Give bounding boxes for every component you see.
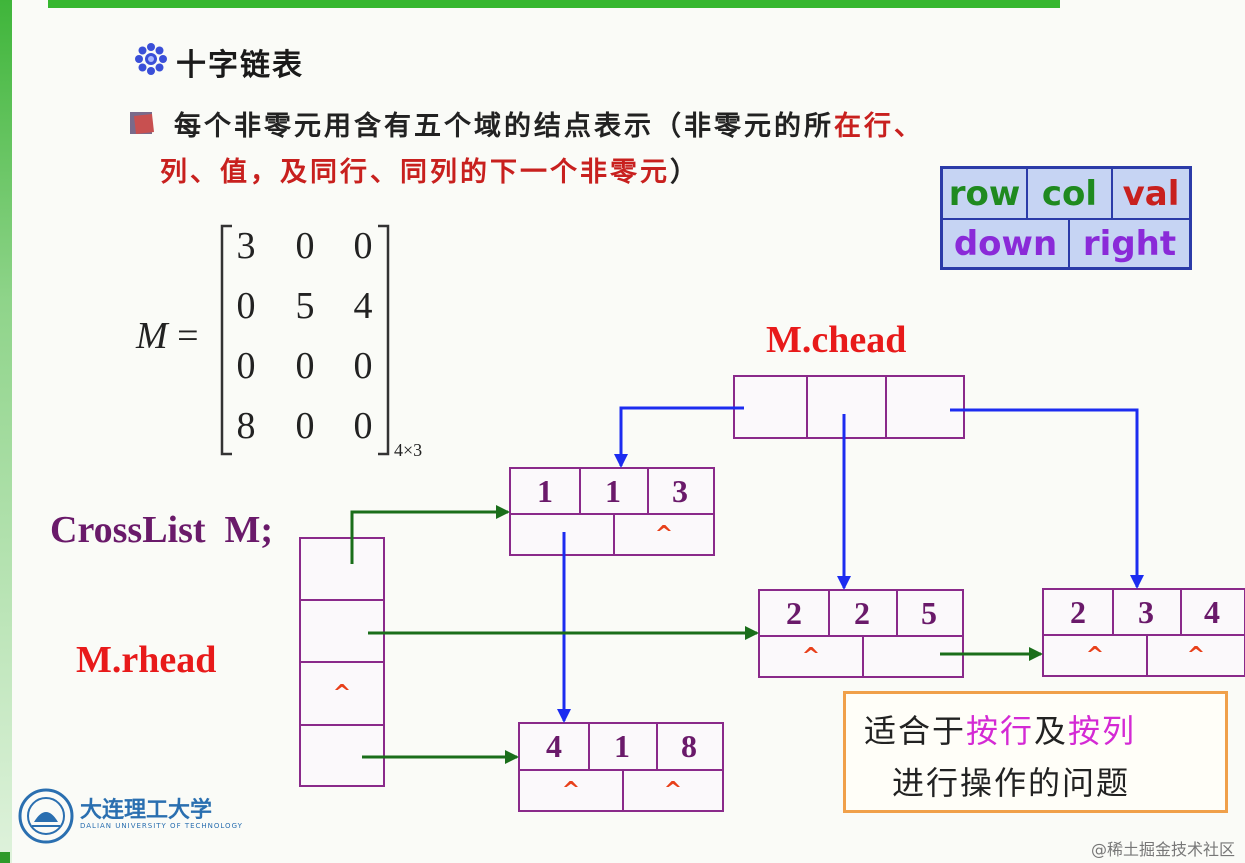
description-line-1: 每个非零元用含有五个域的结点表示（非零元的所在行、 (174, 104, 924, 143)
matrix-dims: 4×3 (394, 440, 423, 460)
matrix-cell: 0 (295, 225, 315, 267)
note-line-1: 适合于按行及按列 (864, 706, 1136, 752)
node-val: 3 (672, 472, 688, 509)
legend-val: val (1113, 169, 1189, 220)
legend-row: row (943, 169, 1028, 220)
matrix-cell: 0 (236, 285, 256, 327)
rhead-array: ^ (299, 537, 385, 787)
bottom-accent-mark (0, 852, 10, 863)
node-2-2-5: 2 2 5 ^ (758, 589, 964, 678)
node-val: 4 (1204, 593, 1220, 630)
university-subtitle: DALIAN UNIVERSITY OF TECHNOLOGY (80, 822, 243, 830)
rhead-label: M.rhead (76, 639, 217, 681)
note-line-2: 进行操作的问题 (892, 764, 1131, 802)
node-down: ^ (1085, 643, 1105, 668)
node-row: 4 (546, 728, 562, 764)
description-close-paren: ） (670, 157, 700, 188)
square-bullet-icon (128, 108, 158, 138)
crosslist-declaration: CrossList M; (50, 509, 274, 551)
flower-bullet-icon (134, 42, 168, 76)
matrix-cell: 0 (295, 405, 315, 447)
node-val: 5 (921, 594, 937, 631)
node-right: ^ (654, 522, 674, 547)
node-4-1-8: 4 1 8 ^ ^ (518, 722, 724, 812)
node-right: ^ (1186, 643, 1206, 668)
left-accent-bar (0, 0, 12, 863)
node-col: 2 (854, 594, 870, 631)
description-text-red: 在行、 (834, 111, 924, 142)
matrix-cell: 0 (353, 225, 373, 267)
legend-down: down (943, 220, 1070, 267)
node-row: 1 (537, 472, 553, 509)
watermark: @稀土掘金技术社区 (1090, 840, 1235, 859)
university-name: 大连理工大学 (80, 797, 213, 823)
chead-label: M.chead (766, 319, 907, 361)
matrix-cell: 0 (353, 345, 373, 387)
note-text-a: 适合于 (864, 712, 967, 750)
rhead-cell-3: ^ (332, 681, 352, 706)
matrix-cell: 4 (353, 285, 373, 327)
node-down: ^ (561, 778, 581, 803)
matrix-cell: 5 (295, 285, 315, 327)
description-text-red-a: 列、值，及 (160, 157, 310, 188)
note-text-by-col: 按列 (1068, 712, 1137, 750)
legend-right: right (1082, 223, 1177, 264)
matrix-cell: 3 (236, 225, 256, 267)
university-seal-icon (18, 788, 74, 844)
section-heading: 十字链表 (176, 48, 304, 83)
description-text-red-b: 同行、同列的下一个非零元 (310, 157, 670, 188)
chead-col3-arrow (950, 408, 1144, 589)
note-text-by-row: 按行 (966, 712, 1035, 750)
description-text-black: 每个非零元用含有五个域的结点表示（非零元的所 (174, 111, 834, 142)
node-row: 2 (1070, 593, 1086, 630)
node-val: 8 (681, 728, 697, 764)
node-field-legend: row col val down right (940, 166, 1192, 270)
node-col: 1 (605, 472, 621, 509)
matrix-cell: 0 (295, 345, 315, 387)
matrix-cell: 0 (353, 405, 373, 447)
usage-note-box: 适合于按行及按列 进行操作的问题 (843, 691, 1228, 813)
node-row: 2 (786, 594, 802, 631)
chead-array (733, 375, 965, 439)
description-line-2: 列、值，及同行、同列的下一个非零元） (160, 150, 700, 189)
node-down: ^ (801, 644, 821, 669)
rhead-row1-arrow (350, 505, 510, 564)
node-right: ^ (663, 778, 683, 803)
matrix-cell: 8 (236, 405, 256, 447)
top-accent-bar (48, 0, 1060, 8)
node-col: 3 (1138, 593, 1154, 630)
matrix-cell: 0 (236, 345, 256, 387)
matrix-name: M = (136, 315, 199, 357)
node-col: 1 (614, 728, 630, 764)
node-1-1-3: 1 1 3 ^ (509, 467, 715, 556)
matrix-brackets (220, 224, 390, 456)
legend-col: col (1028, 169, 1113, 220)
chead-col1-arrow (614, 406, 744, 468)
note-text-and: 及 (1034, 712, 1069, 750)
